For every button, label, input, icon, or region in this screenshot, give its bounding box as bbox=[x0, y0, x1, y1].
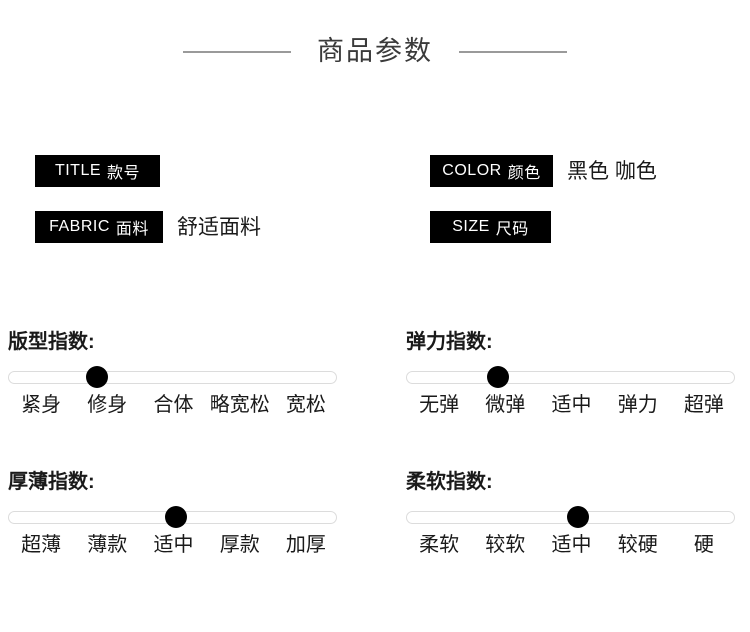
spec-badge-title-cn: 款号 bbox=[107, 165, 141, 182]
slider-option-thickness-4[interactable]: 加厚 bbox=[285, 534, 326, 556]
slider-label-softness: 柔软指数: bbox=[406, 471, 493, 493]
spec-badge-fabric: FABRIC 面料 bbox=[35, 211, 163, 243]
slider-option-thickness-2[interactable]: 适中 bbox=[153, 534, 194, 556]
slider-option-fit-4[interactable]: 宽松 bbox=[285, 394, 326, 416]
slider-label-fit: 版型指数: bbox=[8, 331, 95, 353]
spec-row-fabric: FABRIC 面料 舒适面料 bbox=[35, 211, 261, 243]
slider-track-bar-elasticity bbox=[406, 371, 735, 384]
slider-block-softness: 柔软指数: 柔软 较软 适中 较硬 硬 bbox=[406, 472, 736, 556]
spec-badge-size-en: SIZE bbox=[452, 218, 490, 235]
slider-option-elasticity-1[interactable]: 微弹 bbox=[485, 394, 526, 416]
slider-track-bar-fit bbox=[8, 371, 337, 384]
slider-option-softness-2[interactable]: 适中 bbox=[551, 534, 592, 556]
header-rule-left bbox=[183, 50, 291, 53]
slider-option-thickness-3[interactable]: 厚款 bbox=[219, 534, 260, 556]
spec-badge-fabric-cn: 面料 bbox=[115, 221, 149, 238]
spec-badge-color-en: COLOR bbox=[442, 162, 502, 179]
slider-knob-thickness[interactable] bbox=[165, 506, 188, 528]
header-rule-right bbox=[459, 50, 567, 53]
slider-scale-elasticity: 无弹 微弹 适中 弹力 超弹 bbox=[406, 394, 737, 416]
spec-badge-title-en: TITLE bbox=[54, 162, 102, 179]
slider-option-softness-0[interactable]: 柔软 bbox=[419, 534, 460, 556]
spec-badge-color-cn: 颜色 bbox=[507, 165, 541, 182]
slider-option-fit-3[interactable]: 略宽松 bbox=[209, 394, 270, 416]
slider-scale-softness: 柔软 较软 适中 较硬 硬 bbox=[406, 534, 737, 556]
slider-track-softness[interactable] bbox=[406, 506, 736, 528]
slider-track-elasticity[interactable] bbox=[406, 366, 736, 388]
slider-track-fit[interactable] bbox=[8, 366, 338, 388]
spec-row-color: COLOR 颜色 黑色 咖色 bbox=[430, 155, 657, 187]
slider-option-elasticity-2[interactable]: 适中 bbox=[551, 394, 592, 416]
slider-scale-thickness: 超薄 薄款 适中 厚款 加厚 bbox=[8, 534, 339, 556]
spec-badge-size: SIZE 尺码 bbox=[430, 211, 551, 243]
slider-option-softness-1[interactable]: 较软 bbox=[485, 534, 526, 556]
slider-knob-softness[interactable] bbox=[566, 506, 589, 528]
slider-scale-fit: 紧身 修身 合体 略宽松 宽松 bbox=[8, 394, 339, 416]
slider-option-softness-3[interactable]: 较硬 bbox=[617, 534, 658, 556]
slider-block-elasticity: 弹力指数: 无弹 微弹 适中 弹力 超弹 bbox=[406, 332, 736, 416]
slider-knob-fit[interactable] bbox=[86, 366, 109, 388]
spec-badge-color: COLOR 颜色 bbox=[430, 155, 553, 187]
slider-option-fit-1[interactable]: 修身 bbox=[87, 394, 128, 416]
spec-badge-title: TITLE 款号 bbox=[35, 155, 160, 187]
slider-option-elasticity-0[interactable]: 无弹 bbox=[419, 394, 460, 416]
slider-label-elasticity: 弹力指数: bbox=[406, 331, 493, 353]
spec-row-title: TITLE 款号 bbox=[35, 155, 174, 187]
slider-option-thickness-0[interactable]: 超薄 bbox=[21, 534, 62, 556]
spec-badge-fabric-en: FABRIC bbox=[49, 218, 110, 235]
section-header: 商品参数 bbox=[0, 38, 750, 65]
slider-option-elasticity-3[interactable]: 弹力 bbox=[617, 394, 658, 416]
slider-option-fit-2[interactable]: 合体 bbox=[153, 394, 194, 416]
spec-badge-size-cn: 尺码 bbox=[495, 221, 529, 238]
slider-knob-elasticity[interactable] bbox=[487, 366, 510, 388]
slider-track-thickness[interactable] bbox=[8, 506, 338, 528]
slider-block-thickness: 厚薄指数: 超薄 薄款 适中 厚款 加厚 bbox=[8, 472, 338, 556]
slider-option-fit-0[interactable]: 紧身 bbox=[21, 394, 62, 416]
slider-option-thickness-1[interactable]: 薄款 bbox=[87, 534, 128, 556]
spec-value-fabric: 舒适面料 bbox=[177, 215, 261, 239]
spec-value-color: 黑色 咖色 bbox=[567, 159, 657, 183]
slider-label-thickness: 厚薄指数: bbox=[8, 471, 95, 493]
slider-option-elasticity-4[interactable]: 超弹 bbox=[683, 394, 724, 416]
slider-option-softness-4[interactable]: 硬 bbox=[693, 534, 714, 556]
slider-block-fit: 版型指数: 紧身 修身 合体 略宽松 宽松 bbox=[8, 332, 338, 416]
spec-row-size: SIZE 尺码 bbox=[430, 211, 565, 243]
page-title: 商品参数 bbox=[317, 36, 433, 66]
